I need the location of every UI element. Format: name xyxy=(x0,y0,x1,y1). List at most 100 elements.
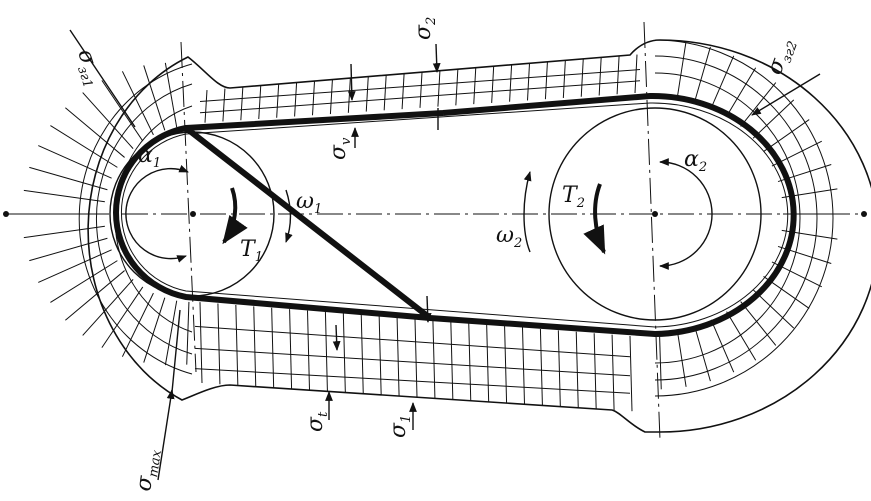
sigma-bend1-pointer xyxy=(69,29,136,128)
label-omega-2-symbol: ω xyxy=(496,223,514,248)
hatch-upper-span xyxy=(240,87,244,121)
label-sigma-max: σmax xyxy=(131,447,165,494)
hatch-right-wrap-arc xyxy=(654,39,834,397)
hatch-upper-span xyxy=(527,63,530,101)
label-sigma-1-symbol: σ xyxy=(386,422,411,438)
hatch-right-wrap-radial xyxy=(752,99,795,139)
label-omega-2: ω2 xyxy=(496,223,522,251)
label-sigma-max-subscript: max xyxy=(146,448,165,478)
belt xyxy=(113,92,797,337)
label-sigma-2-symbol: σ xyxy=(411,24,436,40)
hatch-left-wrap-radial xyxy=(50,125,118,168)
label-sigma-bend2: σзг2 xyxy=(762,35,801,79)
hatch-lower-span xyxy=(396,317,400,396)
hatch-upper-span xyxy=(401,73,405,110)
hatch-upper-span xyxy=(347,78,351,113)
hatch-lower-span xyxy=(289,309,293,389)
label-sigma-1: σ1 xyxy=(386,415,414,438)
hatch-lower-span xyxy=(450,321,454,400)
hatch-left-wrap-radial xyxy=(38,249,112,283)
hatch-left-wrap-radial xyxy=(65,107,125,158)
pulley-2 xyxy=(548,107,762,321)
sigma-1-arrow-down xyxy=(423,295,432,323)
label-torque-1-symbol: T xyxy=(240,237,257,262)
hatch-lower-span xyxy=(217,303,221,385)
sigma-max-axis-line xyxy=(171,309,181,393)
hatch-upper-span xyxy=(312,81,315,116)
label-sigma-v-symbol: σ xyxy=(326,144,351,160)
hatch-upper-span xyxy=(258,85,262,120)
hatch-left-wrap-radial xyxy=(164,300,178,366)
hatch-upper-span xyxy=(437,70,441,107)
label-sigma-bend1-subscript: зг1 xyxy=(74,64,95,89)
hatch-lower-span xyxy=(432,320,436,399)
hatch-lower-span xyxy=(360,314,364,394)
hatch-lower-span xyxy=(557,330,561,407)
hatch-left-wrap-radial xyxy=(50,260,118,303)
hatch-left-wrap-radial xyxy=(23,225,105,239)
label-omega-1-subscript: 1 xyxy=(314,202,322,217)
hatch-lower-span xyxy=(522,327,525,405)
label-sigma-2-subscript: 2 xyxy=(424,17,439,26)
hatch-upper-span xyxy=(455,69,459,106)
sigma-max-pointer xyxy=(157,389,175,481)
hatch-left-wrap-radial xyxy=(38,145,112,179)
label-alpha-2: α2 xyxy=(684,147,707,175)
hatch-right-wrap-radial xyxy=(710,55,735,109)
belt-inner-edge xyxy=(120,102,789,328)
hatch-left-wrap-radial xyxy=(23,189,105,203)
label-sigma-v-subscript: v xyxy=(339,137,354,145)
label-omega-2-subscript: 2 xyxy=(513,236,522,251)
hatch-lower-span xyxy=(504,326,508,403)
hatch-right-wrap-radial xyxy=(726,311,757,361)
hatch-upper-span xyxy=(580,58,584,97)
torque-2-arrow xyxy=(583,183,606,255)
hatch-right-wrap-arc xyxy=(654,72,801,364)
hatch-lower-span xyxy=(378,316,382,395)
hatch-upper-span xyxy=(419,72,423,108)
hatch-lower-span xyxy=(414,319,418,398)
hatch-upper-span xyxy=(329,79,333,115)
hatch-left-wrap-radial xyxy=(143,65,166,131)
hatch-right-wrap-arc xyxy=(654,55,818,381)
label-sigma-max-symbol: σ xyxy=(131,474,158,493)
hatch-left-wrap-radial xyxy=(101,286,144,348)
hatch-left-wrap-radial xyxy=(143,297,166,363)
hatch-upper-span xyxy=(222,88,226,122)
hatch-left-wrap-arc xyxy=(96,83,193,355)
hatch-upper-span xyxy=(365,76,369,112)
label-alpha-1-subscript: 1 xyxy=(153,156,161,171)
sigma-t-arrow-down xyxy=(332,324,341,351)
omega-2-arrow xyxy=(523,171,532,253)
hatch-left-wrap-radial xyxy=(101,80,144,142)
label-alpha-1: α1 xyxy=(138,143,161,171)
hatch-upper-span xyxy=(634,54,638,94)
hatch-left-wrap-radial xyxy=(82,92,134,149)
hatch-lower-span xyxy=(593,333,597,409)
hatch-upper-span xyxy=(276,84,280,118)
label-torque-2-symbol: T xyxy=(562,183,579,208)
hatch-lower-span xyxy=(271,307,275,388)
labels: σзг1 σзг2 σ2 σv σt σ1 σmax α1 α2 ω1 ω2 T… xyxy=(72,17,801,494)
hatch-left-wrap-radial xyxy=(29,237,108,262)
hatch-left-wrap-radial xyxy=(82,279,134,336)
hatch-right-wrap-radial xyxy=(740,301,777,346)
hatch-upper-span xyxy=(204,90,208,123)
hatch-upper-span xyxy=(294,82,298,117)
sigma-2-arrow-top xyxy=(432,43,441,73)
hatch-lower-span-long xyxy=(194,368,631,394)
hatch-upper-span-long xyxy=(199,69,641,103)
hatch-right-wrap-radial xyxy=(726,67,757,117)
label-alpha-2-symbol: α xyxy=(684,147,699,172)
hatch-right-wrap-radial xyxy=(740,82,777,127)
hatch-lower-span xyxy=(611,334,615,411)
hatch-lower-span xyxy=(324,311,328,392)
stress-arrows xyxy=(69,29,821,481)
hatch-lower-span xyxy=(235,304,239,386)
label-sigma-t-subscript: t xyxy=(316,411,331,417)
stress-diagram-outer-boundary xyxy=(87,39,871,433)
hatch-right-wrap-radial xyxy=(694,325,711,382)
hatch-right-wrap-radial xyxy=(694,46,711,103)
label-torque-1: T1 xyxy=(240,237,263,265)
hatch-upper-span-long xyxy=(199,80,641,114)
